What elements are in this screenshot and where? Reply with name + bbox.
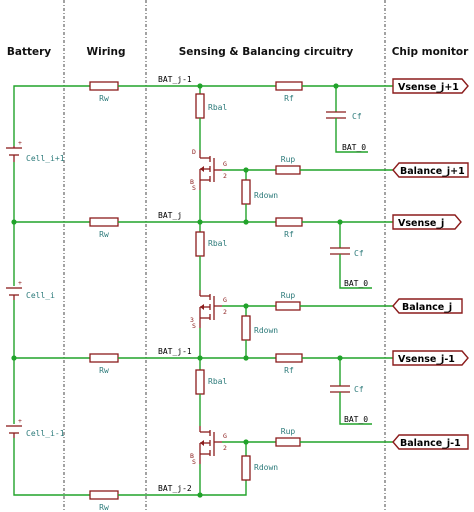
svg-text:+: + [18, 139, 22, 147]
svg-text:3: 3 [190, 316, 194, 324]
rw-resistor-2: Rw [89, 217, 119, 239]
port-vsense-bot: Vsense_j-1 [392, 350, 469, 366]
svg-text:S: S [192, 458, 196, 466]
port-balance-top: Balance_j+1 [392, 162, 469, 178]
svg-text:G: G [223, 160, 227, 168]
cell-mid: + Cell_i [6, 279, 55, 300]
svg-text:Rw: Rw [99, 366, 109, 375]
svg-text:D: D [192, 148, 196, 156]
cell-top: + Cell_i+1 [6, 139, 65, 163]
svg-text:Rup: Rup [281, 427, 296, 436]
junction-dot [11, 355, 17, 361]
cell-top-label: Cell_i+1 [26, 154, 65, 163]
header-sensing: Sensing & Balancing circuitry [179, 46, 354, 58]
port-balance-bot: Balance_j-1 [392, 434, 469, 450]
cell-bot-label: Cell_i-1 [26, 429, 65, 438]
node-label-bat-j: BAT_j [158, 211, 182, 220]
svg-text:2: 2 [223, 172, 227, 180]
svg-text:Rdown: Rdown [254, 463, 278, 472]
svg-text:Cf: Cf [354, 249, 364, 258]
node-label-bat-j-1: BAT_j-1 [158, 347, 192, 356]
svg-text:Rf: Rf [284, 94, 294, 103]
node-label-bat-top: BAT_j-1 [158, 75, 192, 84]
rw-resistor-1: Rw [89, 81, 119, 103]
svg-text:Rdown: Rdown [254, 326, 278, 335]
svg-text:Balance_j: Balance_j [402, 302, 452, 313]
svg-text:G: G [223, 296, 227, 304]
svg-text:Rf: Rf [284, 230, 294, 239]
balancing-stage-3: Rbal B S G 2 Rup Rdown Rf Cf [190, 353, 393, 498]
header-wiring: Wiring [87, 46, 126, 58]
svg-text:G: G [223, 432, 227, 440]
svg-text:Rup: Rup [281, 291, 296, 300]
svg-text:Rbal: Rbal [208, 377, 227, 386]
rw-resistor-3: Rw [89, 353, 119, 375]
svg-text:Vsense_j+1: Vsense_j+1 [398, 82, 459, 93]
svg-text:Rdown: Rdown [254, 191, 278, 200]
header-chip-monitor: Chip monitor [392, 46, 469, 58]
svg-text:Balance_j-1: Balance_j-1 [400, 438, 461, 449]
svg-text:B: B [190, 178, 194, 186]
svg-text:2: 2 [223, 308, 227, 316]
junction-dot [11, 219, 17, 225]
svg-text:B: B [190, 452, 194, 460]
cell-mid-label: Cell_i [26, 291, 55, 300]
svg-text:Rw: Rw [99, 94, 109, 103]
balancing-stage-1: Rbal D B S G 2 Rup Rdown Rf [190, 81, 393, 225]
svg-text:Rup: Rup [281, 155, 296, 164]
svg-text:Rf: Rf [284, 366, 294, 375]
svg-text:S: S [192, 184, 196, 192]
svg-text:+: + [18, 417, 22, 425]
svg-text:S: S [192, 322, 196, 330]
svg-text:Rw: Rw [99, 503, 109, 512]
svg-text:Cf: Cf [352, 112, 362, 121]
svg-text:Balance_j+1: Balance_j+1 [400, 166, 465, 177]
cell-bot: + Cell_i-1 [6, 417, 65, 438]
header-battery: Battery [7, 46, 51, 58]
svg-text:2: 2 [223, 444, 227, 452]
svg-text:Rbal: Rbal [208, 103, 227, 112]
svg-text:Vsense_j: Vsense_j [398, 218, 444, 229]
svg-text:Cf: Cf [354, 385, 364, 394]
svg-text:Rbal: Rbal [208, 239, 227, 248]
svg-text:Vsense_j-1: Vsense_j-1 [398, 354, 455, 365]
port-balance-mid: Balance_j [392, 298, 463, 314]
svg-text:BAT_0: BAT_0 [344, 279, 368, 288]
svg-text:BAT_0: BAT_0 [342, 143, 366, 152]
port-vsense-mid: Vsense_j [392, 214, 462, 230]
node-label-bat-j-2: BAT_j-2 [158, 484, 192, 493]
port-vsense-top: Vsense_j+1 [392, 78, 469, 94]
balancing-stage-2: Rbal 3 S G 2 Rup Rdown Rf Cf [190, 217, 393, 361]
svg-text:+: + [18, 279, 22, 287]
svg-text:BAT_0: BAT_0 [344, 415, 368, 424]
rw-resistor-4: Rw [89, 490, 119, 512]
svg-text:Rw: Rw [99, 230, 109, 239]
